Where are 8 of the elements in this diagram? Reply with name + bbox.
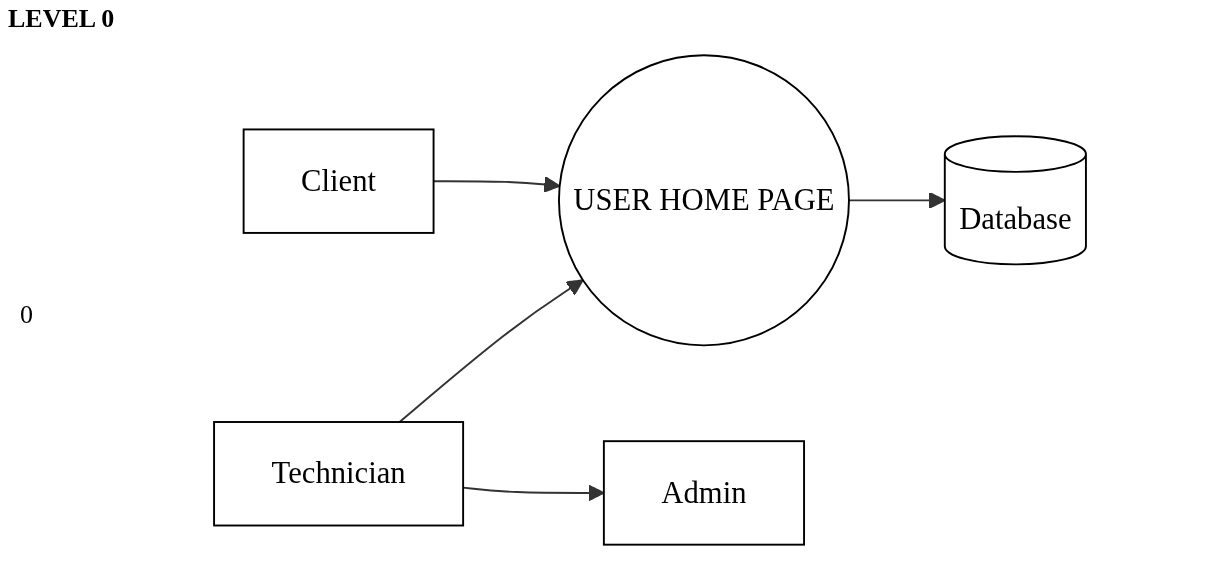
diagram-title: LEVEL 0 [8,4,115,34]
arrow [848,191,946,209]
note-label: 0 [20,300,33,330]
node-box: Admin [602,440,805,546]
node-box: Client [242,128,435,234]
node-circle: USER HOME PAGE [558,54,850,347]
node-box: Technician [213,421,465,527]
arrow [398,279,584,423]
